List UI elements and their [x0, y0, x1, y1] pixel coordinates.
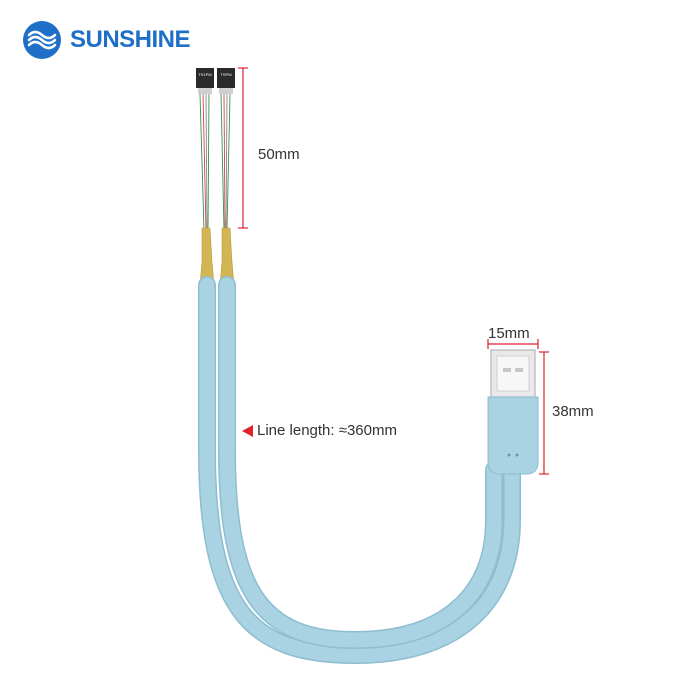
usb-length-label: 38mm	[552, 403, 594, 420]
usb-connector	[487, 349, 539, 475]
brand-name: SUNSHINE	[70, 26, 191, 53]
line-length-label: Line length: ≈360mm	[257, 422, 397, 439]
connector-label-left: TS1PM	[198, 72, 211, 77]
thin-wires	[199, 93, 231, 231]
brand-logo: SUNSHINE	[22, 20, 191, 60]
arrow-left-icon	[242, 424, 253, 437]
line-length-annotation: Line length: ≈360mm	[242, 422, 397, 439]
sunshine-wave-icon	[23, 21, 61, 59]
connector-board-right: TSPM	[217, 68, 235, 94]
connector-board-left: TS1PM	[196, 68, 214, 94]
usb-width-label: 15mm	[488, 325, 530, 342]
cable-body	[198, 276, 521, 665]
dimension-lines	[238, 67, 549, 475]
connector-label-right: TSPM	[220, 72, 231, 77]
pin-length-label: 50mm	[258, 146, 300, 163]
